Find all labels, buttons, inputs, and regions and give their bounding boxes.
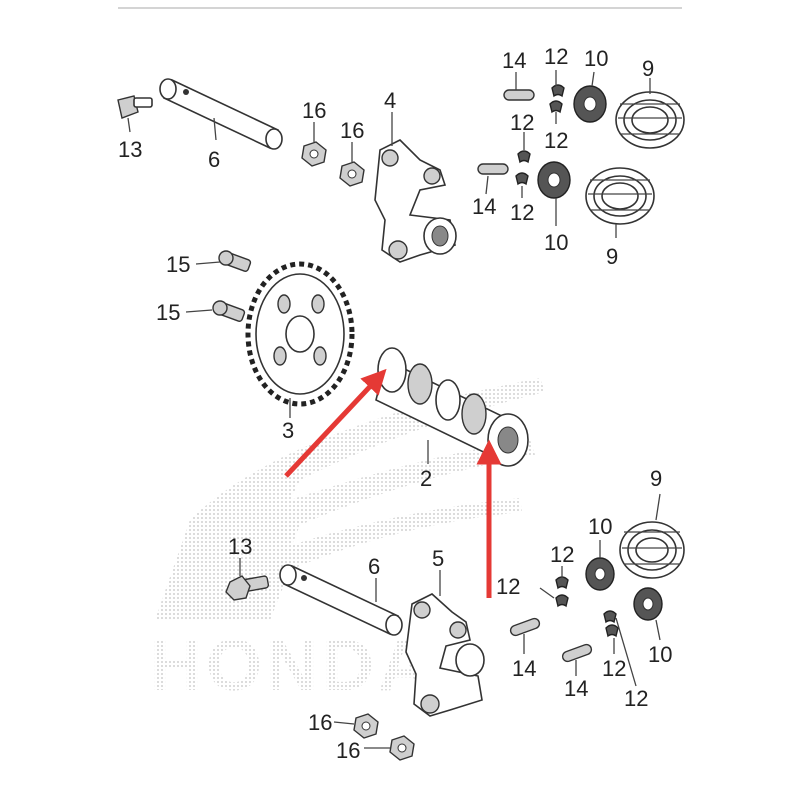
part-16-nut-a[interactable] (301, 141, 327, 167)
part-6-rocker-shaft-top[interactable] (159, 78, 283, 150)
honda-watermark: HONDA (150, 378, 545, 706)
part-12-cotter-b[interactable] (549, 100, 563, 114)
callout-15-a: 15 (166, 252, 190, 277)
leader-16c (333, 721, 355, 725)
part-4-rocker-arm-intake[interactable] (374, 139, 457, 263)
part-14-adjuster-d[interactable] (561, 643, 593, 663)
part-10-retainer-b[interactable] (537, 161, 571, 199)
callout-14-b: 14 (472, 194, 496, 219)
leader-14b (485, 175, 489, 195)
part-14-adjuster-b[interactable] (477, 163, 509, 175)
part-9-spring-a[interactable] (615, 91, 685, 149)
part-12-cotter-h[interactable] (603, 610, 617, 624)
part-16-nut-d[interactable] (389, 735, 415, 761)
part-13-bolt-top[interactable] (117, 95, 153, 119)
callout-12-c: 12 (544, 128, 568, 153)
callout-14-d: 14 (564, 676, 588, 701)
part-15-bolt-a[interactable] (218, 250, 252, 272)
callout-10-a: 10 (584, 46, 608, 71)
callout-12-d: 12 (510, 200, 534, 225)
leader-12h (615, 617, 637, 687)
callout-10-d: 10 (648, 642, 672, 667)
part-13-bolt-bottom[interactable] (225, 575, 270, 601)
callout-6-top: 6 (208, 147, 220, 172)
callout-12-a: 12 (544, 44, 568, 69)
part-12-cotter-c[interactable] (517, 150, 531, 164)
callout-16-c: 16 (308, 710, 332, 735)
part-10-retainer-d[interactable] (633, 587, 663, 621)
callout-4: 4 (384, 88, 396, 113)
callout-9-c: 9 (650, 466, 662, 491)
leader-6a (213, 117, 217, 141)
part-12-cotter-d[interactable] (515, 172, 529, 186)
callout-13-bottom: 13 (228, 534, 252, 559)
callout-6-bottom: 6 (368, 554, 380, 579)
callout-15-b: 15 (156, 300, 180, 325)
callout-3: 3 (282, 418, 294, 443)
part-2-camshaft[interactable] (375, 347, 529, 467)
part-12-cotter-f[interactable] (555, 576, 569, 590)
callout-13-top: 13 (118, 137, 142, 162)
part-10-retainer-c[interactable] (585, 557, 615, 591)
part-3-cam-sprocket[interactable] (245, 261, 355, 407)
callout-14-a: 14 (502, 48, 526, 73)
part-10-retainer-a[interactable] (573, 85, 607, 123)
leader-12e (539, 587, 555, 599)
callout-5: 5 (432, 546, 444, 571)
callout-12-h: 12 (624, 686, 648, 711)
part-9-spring-c[interactable] (619, 521, 685, 579)
leader-10a (591, 71, 595, 87)
part-12-cotter-a[interactable] (551, 84, 565, 98)
callout-12-e: 12 (496, 574, 520, 599)
callout-10-b: 10 (544, 230, 568, 255)
part-12-cotter-e[interactable] (555, 594, 569, 608)
callout-14-c: 14 (512, 656, 536, 681)
honda-wordmark: HONDA (150, 626, 434, 706)
part-9-spring-b[interactable] (585, 167, 655, 225)
leader-15b (185, 309, 213, 313)
callout-16-b: 16 (340, 118, 364, 143)
red-arrow-left (284, 368, 387, 478)
leader-13a (127, 117, 131, 133)
honda-wing-mark (155, 378, 545, 620)
callout-12-g: 12 (602, 656, 626, 681)
part-14-adjuster-a[interactable] (503, 89, 535, 101)
part-15-bolt-b[interactable] (212, 300, 246, 322)
part-16-nut-b[interactable] (339, 161, 365, 187)
leader-15a (195, 261, 221, 265)
callout-2: 2 (420, 466, 432, 491)
part-14-adjuster-c[interactable] (509, 617, 541, 637)
leader-9c (655, 493, 661, 521)
callout-9-b: 9 (606, 244, 618, 269)
callout-10-c: 10 (588, 514, 612, 539)
part-6-rocker-shaft-bottom[interactable] (279, 564, 403, 636)
callout-9-a: 9 (642, 56, 654, 81)
leader-10d (655, 619, 661, 641)
callout-16-a: 16 (302, 98, 326, 123)
callout-12-f: 12 (550, 542, 574, 567)
part-12-cotter-g[interactable] (605, 624, 619, 638)
callout-16-d: 16 (336, 738, 360, 763)
callout-12-b: 12 (510, 110, 534, 135)
part-16-nut-c[interactable] (353, 713, 379, 739)
part-5-rocker-arm-exhaust[interactable] (405, 593, 485, 717)
